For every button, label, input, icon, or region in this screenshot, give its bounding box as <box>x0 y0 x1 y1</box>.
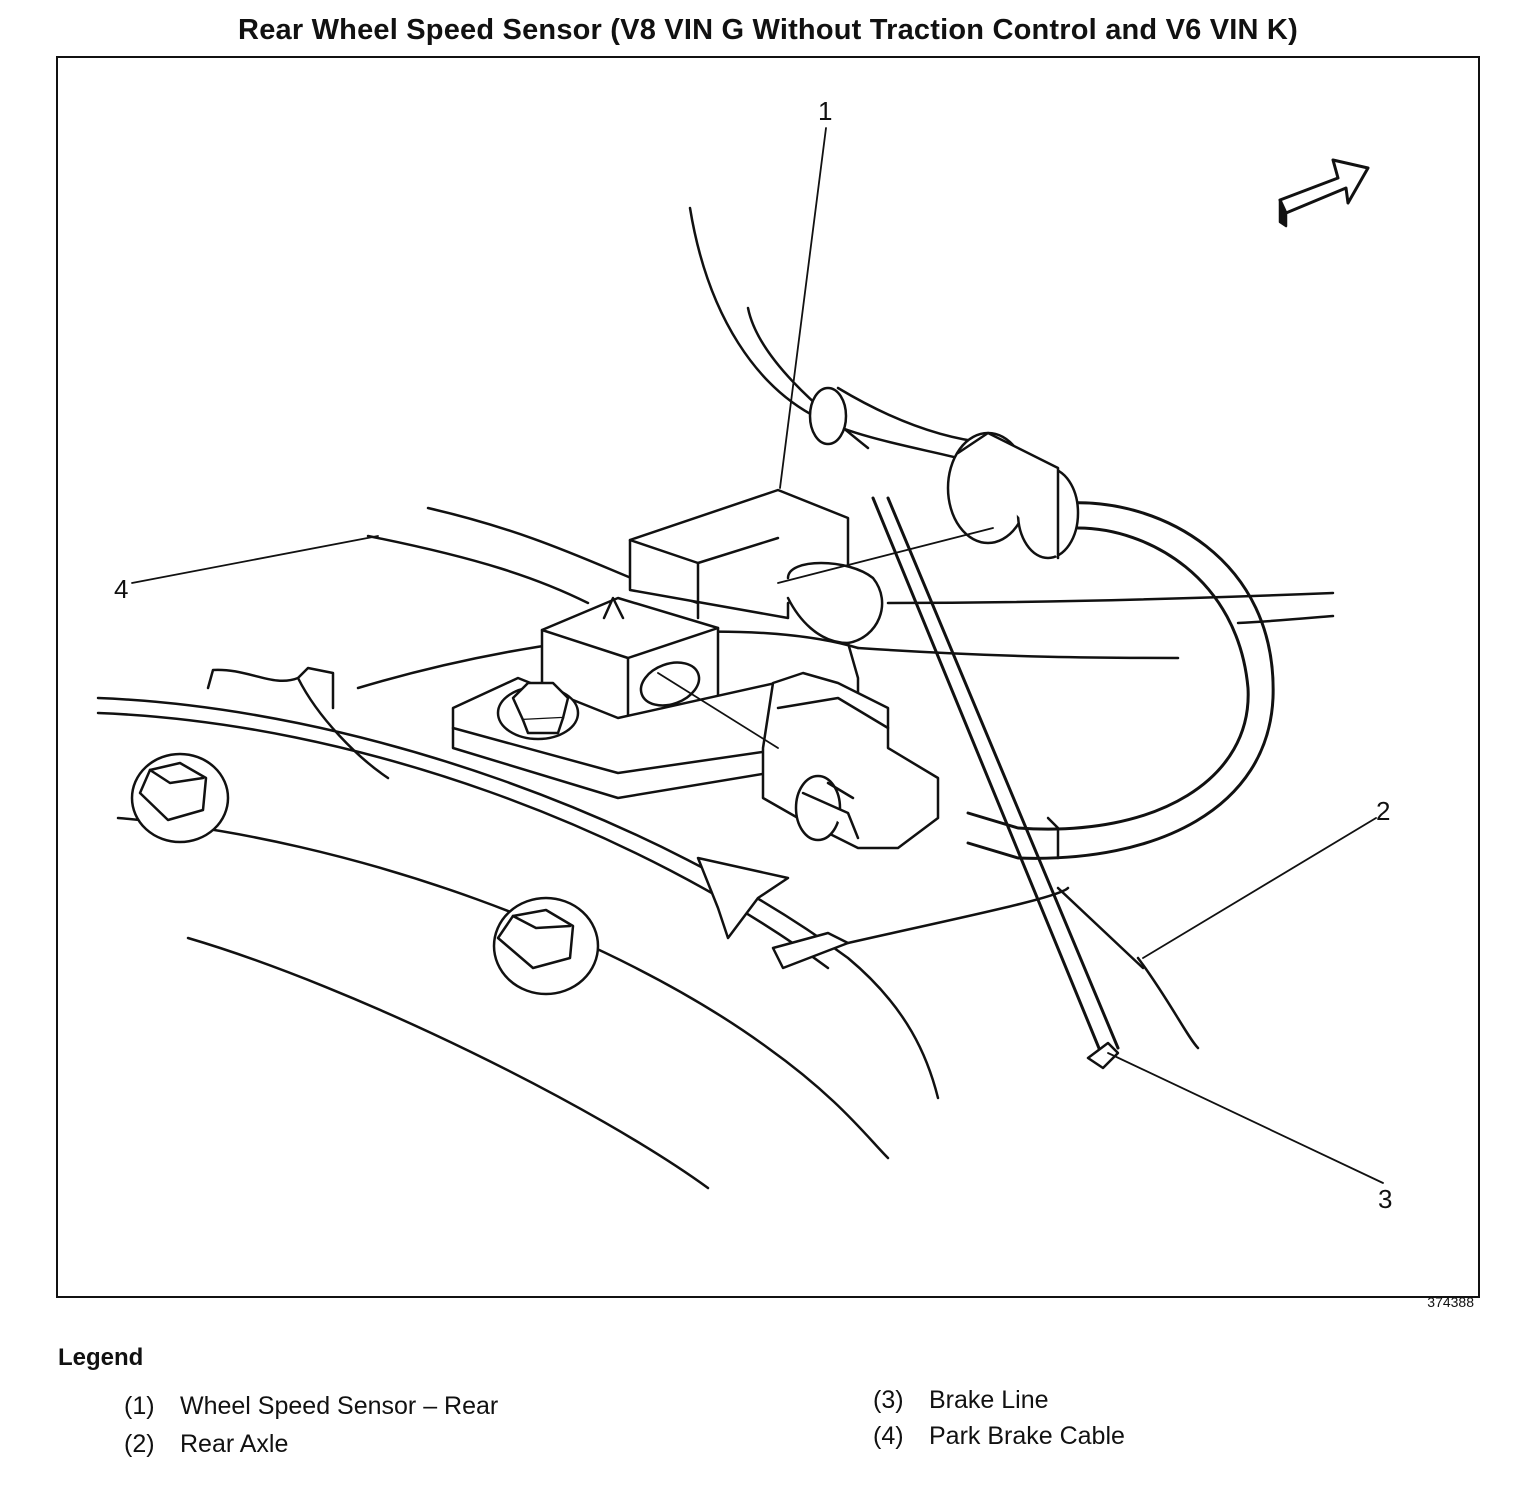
floor-line <box>1236 614 1335 625</box>
leader-line-4 <box>131 535 379 584</box>
legend-item-label: Wheel Speed Sensor – Rear <box>180 1392 499 1420</box>
legend-item-number: (2) <box>124 1430 155 1458</box>
illustration-drawing: 1 2 3 4 <box>96 96 1392 1214</box>
legend-item: (2) Rear Axle <box>124 1430 288 1459</box>
sensor-cable <box>966 501 1275 860</box>
legend-item-label: Park Brake Cable <box>929 1422 1125 1450</box>
callout-2: 2 <box>1376 796 1390 826</box>
illustration-frame: 1 2 3 4 <box>56 56 1480 1298</box>
figure-id: 374388 <box>1427 1294 1474 1310</box>
leader-line-2 <box>1142 817 1377 959</box>
axle-bolt <box>130 752 600 996</box>
floor-line <box>856 646 1180 660</box>
leader-line-1c <box>657 672 779 749</box>
brake-line <box>886 496 1120 1050</box>
rear-axle <box>96 666 1200 1190</box>
brake-line <box>871 496 1105 1060</box>
legend-item-label: Rear Axle <box>180 1430 289 1458</box>
callout-3: 3 <box>1378 1184 1392 1214</box>
brake-line-end <box>1086 1041 1120 1070</box>
direction-arrow-shadow <box>1278 198 1288 228</box>
leader-line-1b <box>777 527 994 584</box>
background-arc <box>688 206 820 420</box>
legend-item: (4) Park Brake Cable <box>873 1422 1125 1451</box>
leader-line-1 <box>779 127 827 489</box>
legend-item-number: (1) <box>124 1392 155 1420</box>
sensor-bolt <box>496 681 580 741</box>
legend-item: (3) Brake Line <box>873 1386 1049 1415</box>
wheel-speed-sensor <box>451 488 884 800</box>
legend-item-number: (4) <box>873 1422 904 1450</box>
cable-grommet <box>808 386 1080 560</box>
legend-item-number: (3) <box>873 1386 904 1414</box>
legend-heading: Legend <box>58 1344 144 1371</box>
floor-line <box>886 591 1335 605</box>
sensor-connector <box>761 671 940 850</box>
legend-item-label: Brake Line <box>929 1386 1049 1414</box>
leader-line-3 <box>1107 1052 1384 1184</box>
sensor-cable <box>966 526 1250 831</box>
callout-1: 1 <box>818 96 832 126</box>
direction-arrow-icon <box>1278 158 1370 215</box>
floor-line <box>366 534 590 605</box>
callout-4: 4 <box>114 574 128 604</box>
diagram-title: Rear Wheel Speed Sensor (V8 VIN G Withou… <box>238 14 1298 46</box>
legend-item: (1) Wheel Speed Sensor – Rear <box>124 1392 498 1421</box>
